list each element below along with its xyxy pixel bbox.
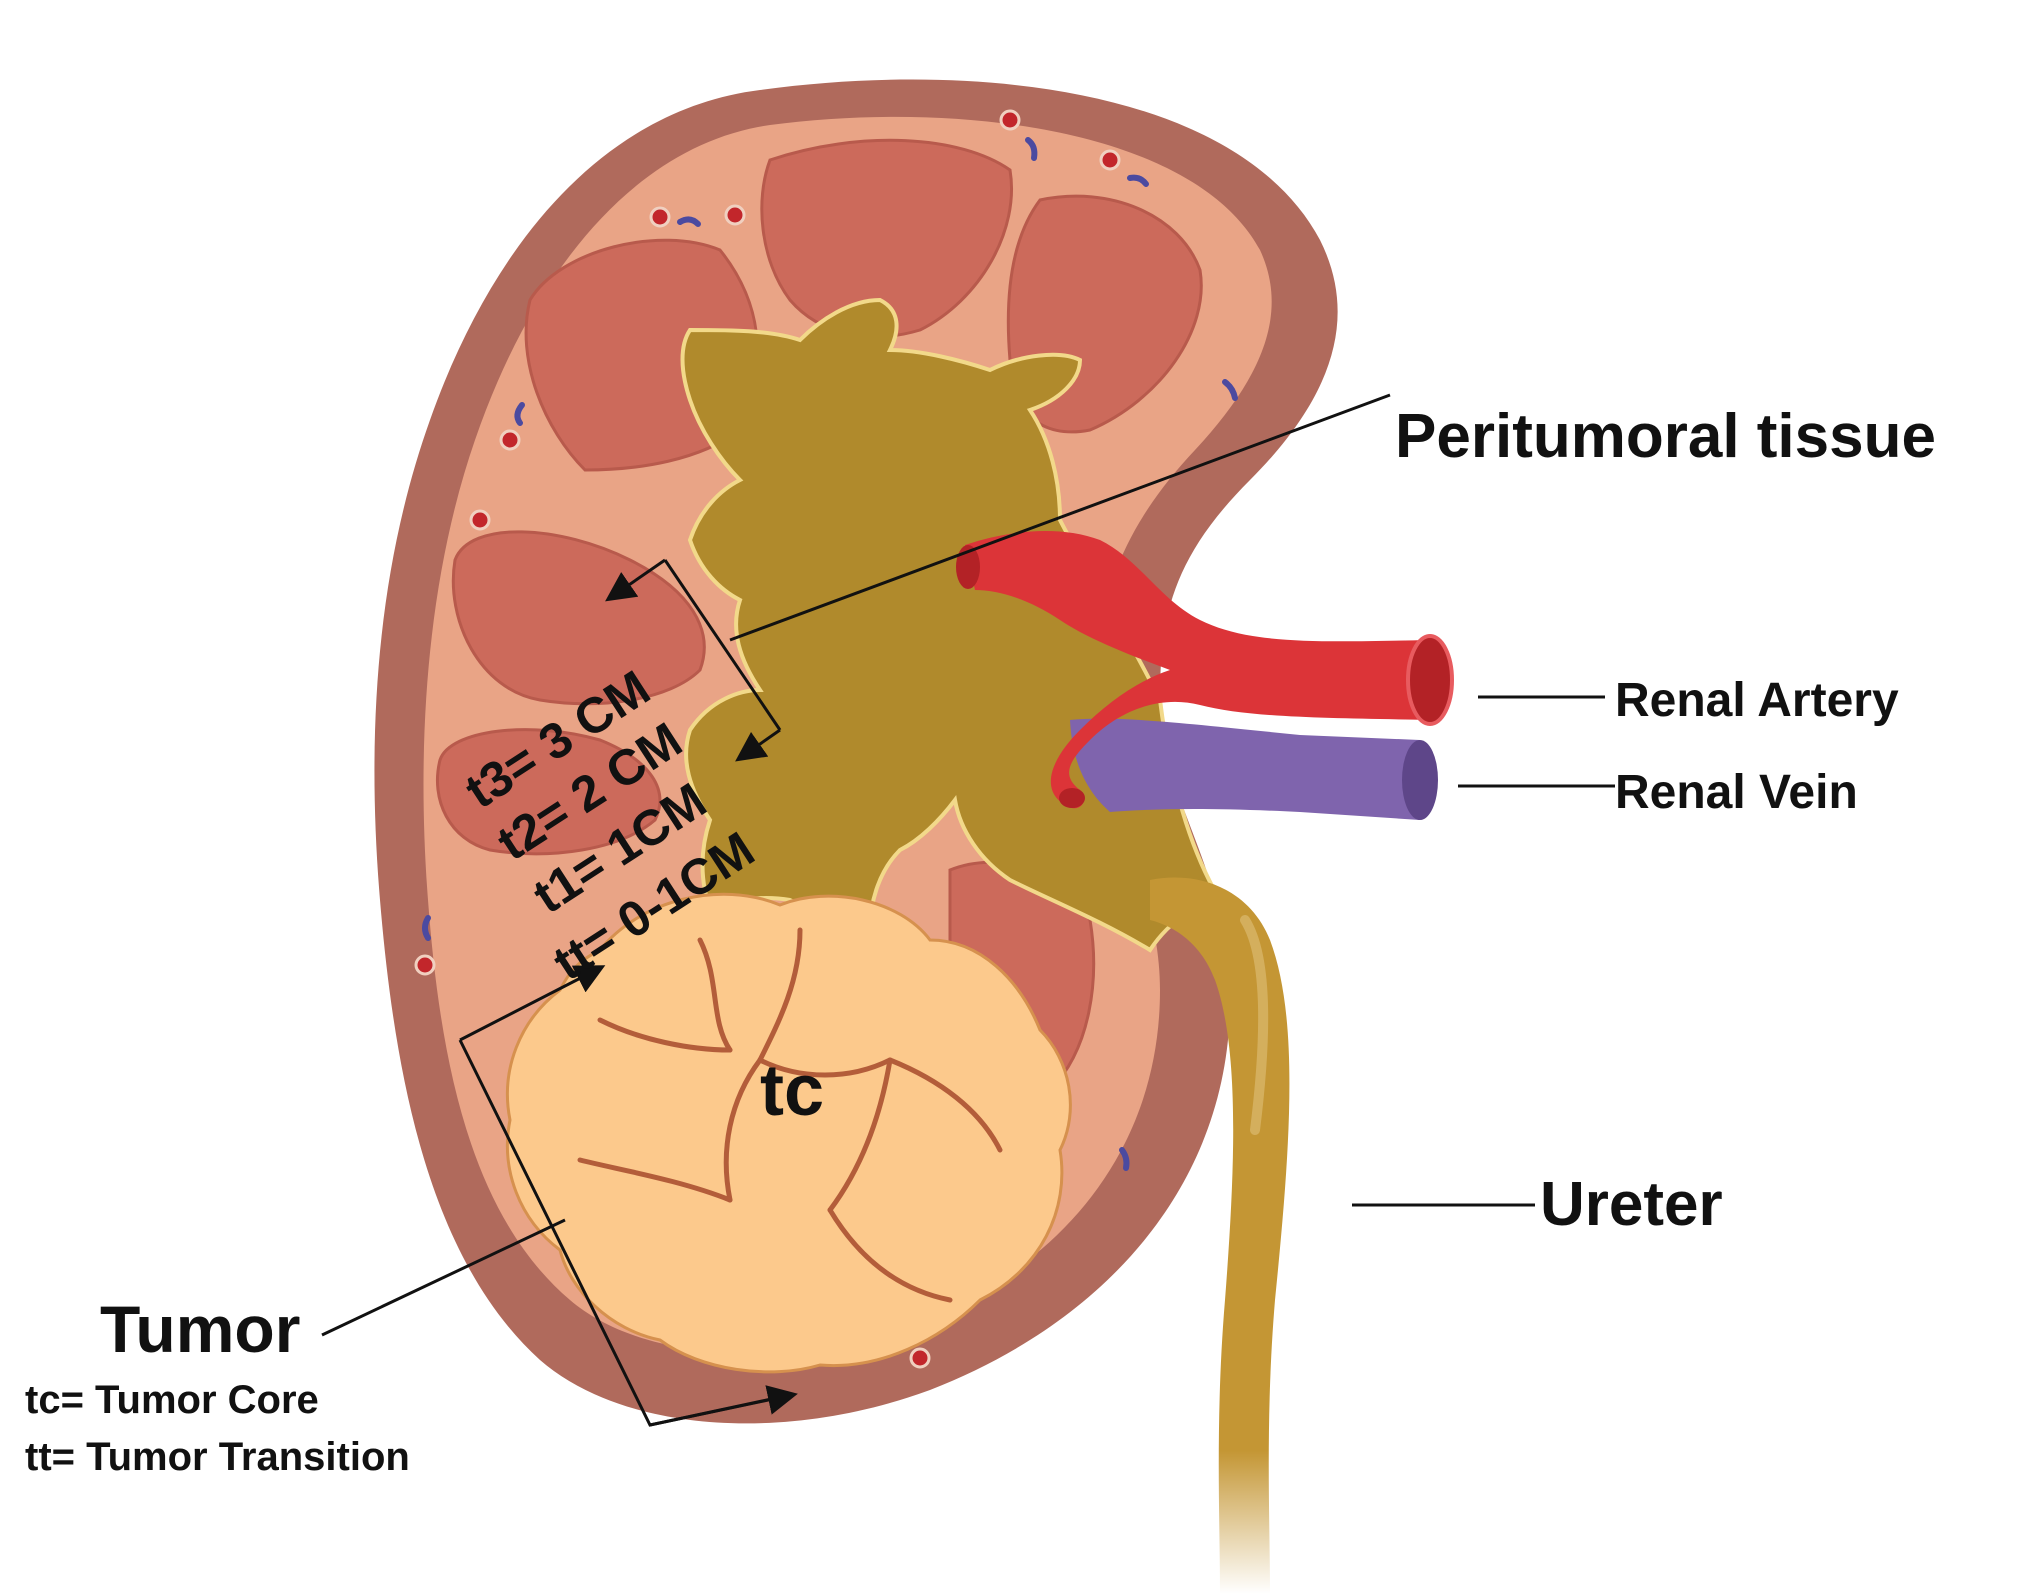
renal-vein-opening	[1402, 740, 1438, 820]
renal-artery-opening	[1406, 634, 1454, 726]
peritumoral-label: Peritumoral tissue	[1395, 402, 1936, 471]
ureter	[1150, 877, 1290, 1594]
renal-vein	[1070, 718, 1420, 820]
legend-tumor-transition: tt= Tumor Transition	[25, 1435, 410, 1479]
tumor-leader	[321, 1218, 566, 1337]
legend-tumor-core: tc= Tumor Core	[25, 1378, 319, 1422]
renal-artery	[965, 530, 1430, 809]
renal-artery-label: Renal Artery	[1615, 674, 1899, 727]
renal-artery-branch-top	[956, 545, 980, 589]
renal-artery-branch-bottom	[1059, 788, 1085, 808]
pyramid-2	[760, 138, 1013, 339]
pyramid-5	[435, 728, 662, 856]
blood-vessel-dots	[414, 109, 1238, 1369]
tumor-core-label: tc	[760, 1051, 824, 1131]
renal-vein-label: Renal Vein	[1615, 766, 1858, 819]
tumor-folds	[577, 927, 1003, 1303]
tumor-label: Tumor	[100, 1292, 300, 1366]
ureter-highlight	[1240, 915, 1269, 1135]
zone-measurement-box	[458, 558, 798, 1427]
ureter-label: Ureter	[1540, 1170, 1723, 1239]
peritumoral-leader	[729, 393, 1391, 642]
leader-lines	[321, 393, 1615, 1337]
